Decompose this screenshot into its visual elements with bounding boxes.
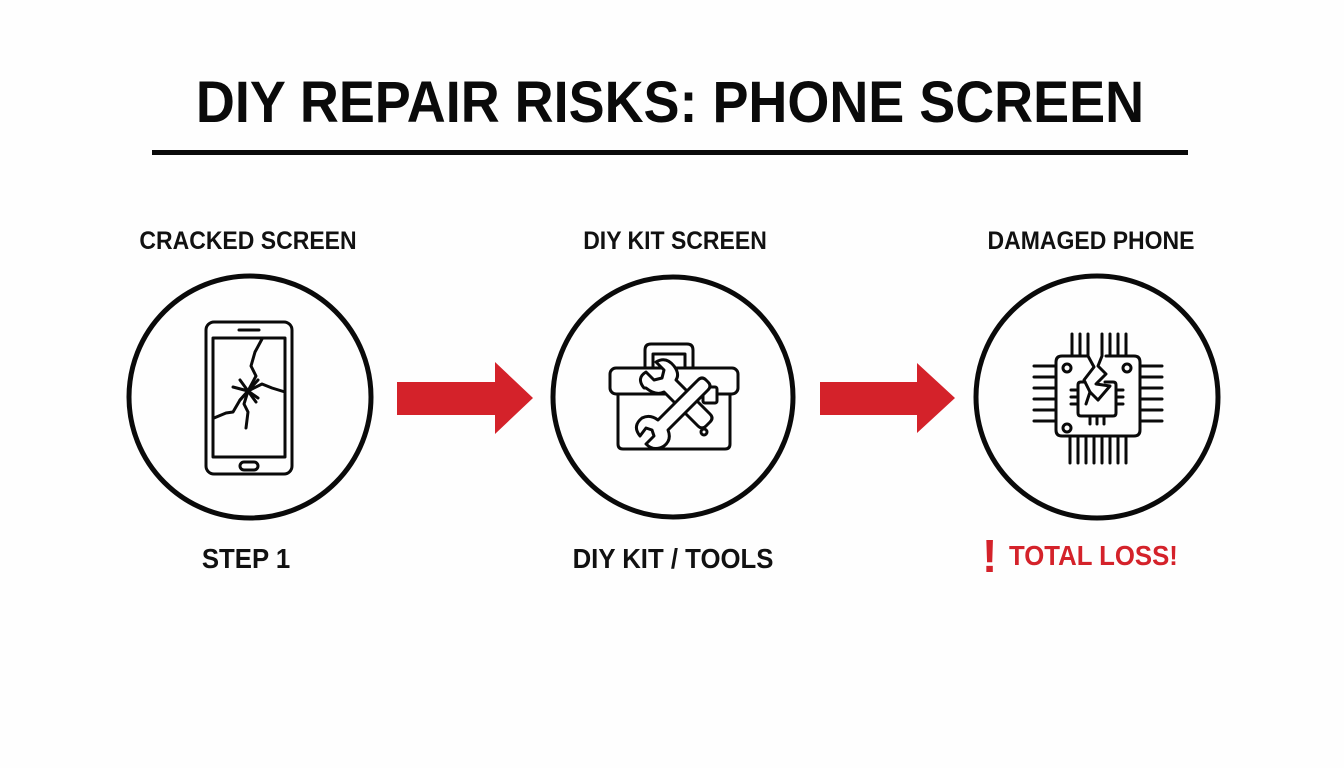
arrow-right-icon [397, 362, 533, 434]
arrow-right-icon [820, 363, 955, 433]
step-2-title: DIY KIT SCREEN [583, 227, 767, 255]
step-1-caption: STEP 1 [201, 543, 291, 574]
page-title: DIY REPAIR RISKS: PHONE SCREEN [195, 70, 1145, 135]
title-underline [152, 150, 1188, 155]
step-3-circle [973, 273, 1221, 521]
toolbox-wrench-icon [608, 342, 740, 451]
broken-chip-icon [1032, 332, 1164, 465]
exclamation-icon: ! [982, 530, 998, 582]
step-3-title: DAMAGED PHONE [987, 227, 1195, 255]
step-1-title: CRACKED SCREEN [139, 227, 357, 255]
step-1-circle [126, 273, 374, 521]
step-2-caption: DIY KIT / TOOLS [572, 543, 774, 574]
step-2-circle [550, 274, 796, 520]
total-loss-warning: ! TOTAL LOSS! [982, 533, 1193, 579]
step-3-caption: TOTAL LOSS! [1009, 540, 1179, 571]
cracked-phone-icon [204, 320, 294, 476]
